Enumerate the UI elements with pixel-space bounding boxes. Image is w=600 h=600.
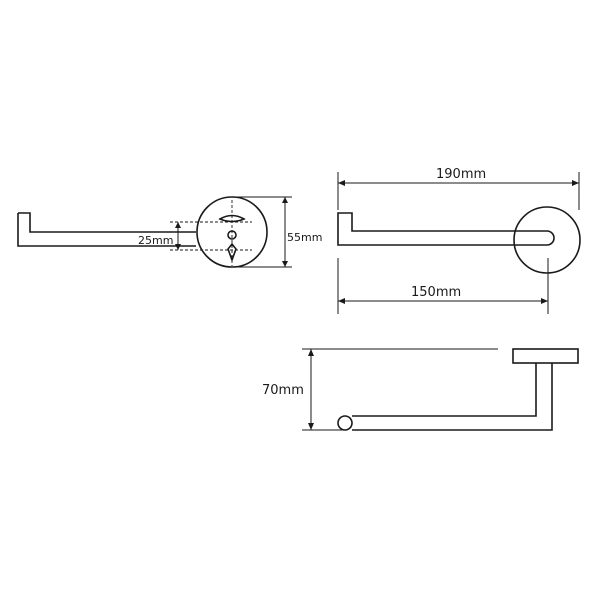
arrowhead	[572, 180, 579, 186]
arm-length-label: 150mm	[411, 285, 461, 300]
side-view-arm	[17, 212, 196, 247]
arrowhead	[308, 423, 314, 430]
arrowhead	[175, 222, 181, 228]
arrowhead	[338, 298, 345, 304]
screw-spacing-label: 25mm	[138, 234, 173, 247]
arrowhead	[175, 244, 181, 250]
arm-end-cap	[337, 415, 353, 431]
top-view: 190mm 150mm	[337, 167, 581, 314]
projection-label: 70mm	[262, 383, 304, 398]
arrowhead	[282, 261, 288, 267]
front-view: 70mm	[262, 348, 579, 431]
upper-mounting-slot	[218, 214, 246, 223]
wall-plate-top	[513, 206, 581, 274]
plate-diameter-label: 55mm	[287, 231, 322, 244]
arrowhead	[338, 180, 345, 186]
arrowhead	[282, 197, 288, 203]
arrowhead	[308, 349, 314, 356]
wall-plate-side	[512, 348, 579, 364]
arrowhead	[541, 298, 548, 304]
overall-width-label: 190mm	[436, 167, 486, 182]
side-view: 25mm 55mm	[17, 196, 322, 268]
front-view-arm	[352, 363, 553, 431]
top-view-arm	[337, 212, 555, 246]
